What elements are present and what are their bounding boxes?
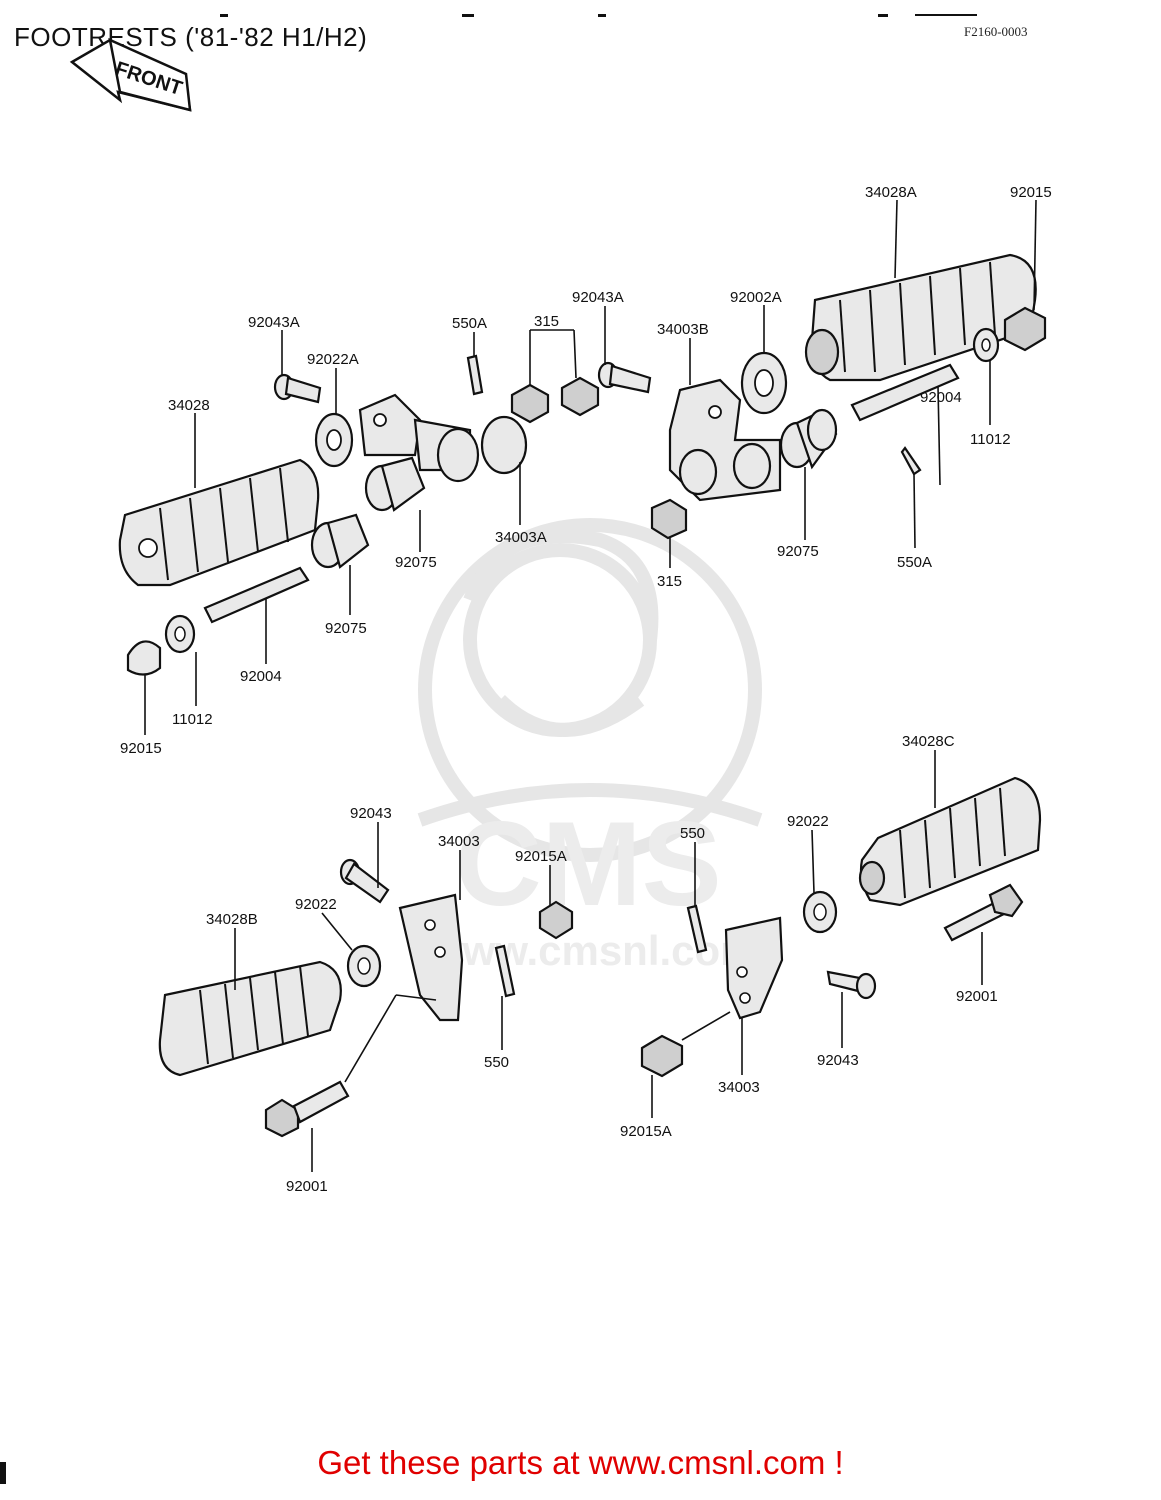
page-title: FOOTRESTS ('81-'82 H1/H2) <box>14 22 368 52</box>
bracket-34003B <box>668 378 782 502</box>
watermark-brand: CMS <box>455 797 722 931</box>
cap-nut-92015-right <box>1003 306 1047 352</box>
bushing-92075-center <box>364 456 426 512</box>
footpeg-34028C <box>858 776 1042 907</box>
nut-92015A-upper <box>538 900 574 940</box>
label-34003-right: 34003 <box>718 1079 760 1096</box>
leader-lines <box>144 199 1037 1172</box>
label-92022A: 92022A <box>307 351 359 368</box>
nut-92015A-lower <box>640 1034 684 1078</box>
label-92004-left: 92004 <box>240 668 282 685</box>
pin-92043A-center <box>597 361 652 394</box>
label-92015A-lower: 92015A <box>620 1123 672 1140</box>
footpeg-34028A <box>804 253 1037 382</box>
cotter-pin-550A-right <box>900 446 922 476</box>
label-34003A: 34003A <box>495 529 547 546</box>
label-34028: 34028 <box>168 397 210 414</box>
label-92075-left: 92075 <box>325 620 367 637</box>
nut-315-upper-a <box>510 383 550 424</box>
label-11012-right: 11012 <box>970 431 1011 448</box>
washer-11012-right <box>972 327 1000 363</box>
label-92022-left: 92022 <box>295 896 337 913</box>
label-11012-left: 11012 <box>172 711 213 728</box>
bolt-92001-right <box>943 883 1024 942</box>
label-550-left: 550 <box>484 1054 509 1071</box>
label-92002A: 92002A <box>730 289 782 306</box>
scan-mark <box>915 14 977 16</box>
scan-mark <box>878 14 888 17</box>
footpeg-34028 <box>118 458 320 587</box>
bracket-34003-right <box>724 916 784 1020</box>
figure-code: F2160-0003 <box>964 24 1028 39</box>
bushing-92075-right <box>779 408 838 470</box>
scan-mark <box>0 1462 6 1484</box>
pin-92043A-left <box>273 373 322 404</box>
label-92043-left: 92043 <box>350 805 392 822</box>
get-parts-link[interactable]: Get these parts at www.cmsnl.com ! <box>317 1444 844 1481</box>
label-92075-center: 92075 <box>395 554 437 571</box>
label-550A-top: 550A <box>452 315 487 332</box>
label-315-upper: 315 <box>534 313 559 330</box>
label-550-right: 550 <box>680 825 705 842</box>
nut-315-lower <box>650 498 688 540</box>
label-92043-right: 92043 <box>817 1052 859 1069</box>
scan-mark <box>462 14 474 17</box>
label-92043A-center: 92043A <box>572 289 624 306</box>
label-34028B: 34028B <box>206 911 258 928</box>
label-92022-right: 92022 <box>787 813 829 830</box>
bushing-92075-left <box>310 513 370 569</box>
washer-92022-right <box>802 890 838 934</box>
label-92015-right: 92015 <box>1010 184 1052 201</box>
pin-92043-left <box>339 858 390 904</box>
label-92004-right: 92004 <box>920 389 962 406</box>
shaft-92004-left <box>203 566 310 624</box>
cotter-pin-550-left <box>494 944 516 998</box>
shaft-92004-right <box>850 363 960 422</box>
label-34028A: 34028A <box>865 184 917 201</box>
label-92015-left: 92015 <box>120 740 162 757</box>
washer-92022-left <box>346 944 382 988</box>
pin-92043-right <box>826 970 877 1000</box>
label-92075-right: 92075 <box>777 543 819 560</box>
label-34003-left: 34003 <box>438 833 480 850</box>
scan-mark <box>598 14 606 17</box>
nut-315-upper-b <box>560 376 600 417</box>
watermark-mascot: CMS www.cmsnl.com <box>417 518 763 974</box>
washer-11012-left <box>164 614 196 654</box>
label-34003B: 34003B <box>657 321 709 338</box>
cotter-pin-550A-top <box>466 354 484 396</box>
label-92001-left: 92001 <box>286 1178 328 1195</box>
footpeg-34028B <box>158 960 342 1077</box>
part-number-labels: 34028A 92015 92002A 92043A 315 550A 9204… <box>120 184 1052 1195</box>
label-92001-right: 92001 <box>956 988 998 1005</box>
washer-92022A <box>314 412 354 468</box>
bracket-34003-left <box>398 893 464 1022</box>
front-arrow-icon: FRONT <box>69 37 192 112</box>
label-92015A-upper: 92015A <box>515 848 567 865</box>
scan-mark <box>220 14 228 17</box>
washer-92002A <box>740 351 788 415</box>
cotter-pin-550-right <box>686 904 708 954</box>
watermark-url: www.cmsnl.com <box>429 927 758 974</box>
label-34028C: 34028C <box>902 733 955 750</box>
bracket-34003A <box>358 393 528 483</box>
label-315-lower: 315 <box>657 573 682 590</box>
label-92043A-left: 92043A <box>248 314 300 331</box>
label-550A-right: 550A <box>897 554 932 571</box>
cap-nut-92015-left <box>126 640 162 676</box>
bolt-92001-left <box>264 1080 350 1138</box>
